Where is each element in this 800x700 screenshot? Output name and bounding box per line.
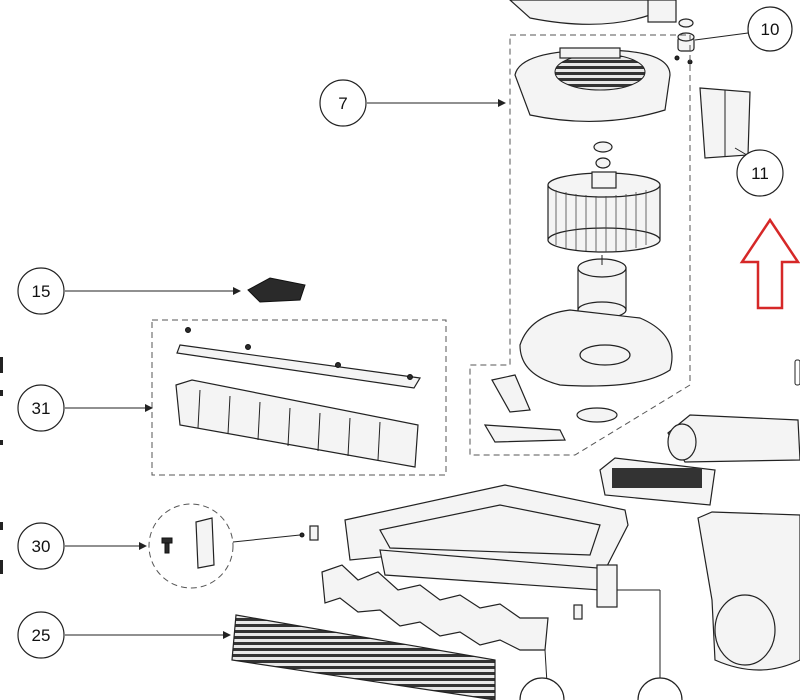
part-10-fastener: [674, 18, 749, 65]
mounting-bracket: [491, 374, 531, 413]
callout-30: 30: [17, 522, 65, 570]
part-15-control-board: [65, 277, 306, 303]
duct-collar: [599, 457, 716, 506]
rectangular-duct: [667, 414, 800, 463]
blower-housing-bottom: [519, 309, 673, 387]
callout-31: 31: [17, 384, 65, 432]
part-25-grille: [65, 614, 496, 700]
part-30-hardware-kit: [65, 503, 319, 589]
callout-30-label: 30: [32, 537, 51, 556]
blower-housing-top: [514, 47, 671, 123]
callout-11-label: 11: [751, 164, 769, 183]
callout-31-label: 31: [32, 399, 51, 418]
callout-7-label: 7: [338, 94, 347, 113]
clip-bracket: [483, 424, 566, 443]
bushing: [595, 157, 611, 169]
base-tray: [344, 484, 661, 700]
gear-plate: [576, 407, 618, 423]
callout-25-label: 25: [32, 626, 51, 645]
round-duct-adapter: [697, 511, 800, 671]
callout-15-label: 15: [32, 282, 51, 301]
callout-10-label: 10: [761, 20, 780, 39]
callout-11: 11: [736, 149, 784, 197]
motor: [577, 255, 627, 319]
right-edge-fragment: [794, 359, 800, 386]
callout-partial-right: [637, 677, 683, 700]
left-margin-fragments: [0, 357, 3, 574]
top-cover-partial: [509, 0, 677, 25]
fan-wheel: [547, 171, 661, 253]
callout-25: 25: [17, 611, 65, 659]
callout-15: 15: [17, 267, 65, 315]
washer: [593, 141, 613, 153]
part-31-filter-frame-group: [65, 319, 447, 476]
callout-7: 7: [319, 79, 367, 127]
callout-partial-left: [519, 677, 565, 700]
blower-assembly-boundary: [469, 34, 691, 456]
callout-10: 10: [747, 6, 793, 52]
part-11-damper-box: [699, 87, 753, 159]
airflow-up-arrow: [739, 217, 800, 310]
